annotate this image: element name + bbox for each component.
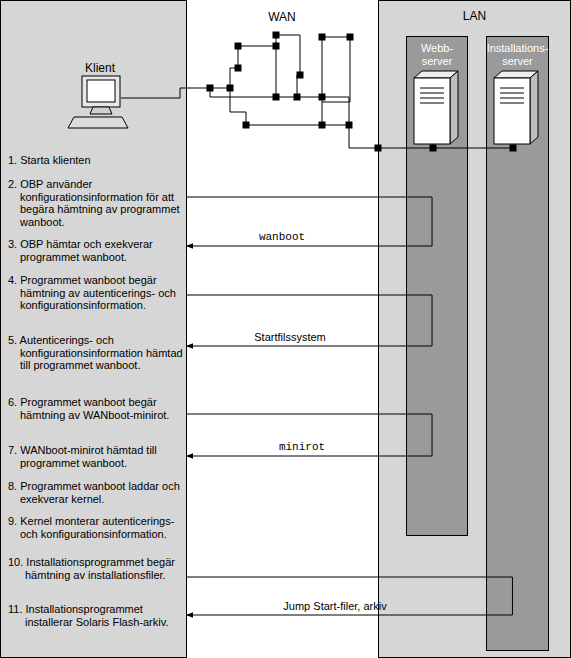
monitor-body [82,76,120,107]
process-step: 2. OBP använder konfigurationsinformatio… [8,178,186,228]
step-text: 4. Programmet wanboot begär hämtning av … [8,274,186,312]
network-wire [230,88,349,125]
process-step: 4. Programmet wanboot begär hämtning av … [8,274,186,312]
step-text: 9. Kernel monterar autenticerings- och k… [8,515,186,540]
monitor-stand [90,107,112,114]
step-text: 10. Installationsprogrammet begär hämtni… [8,556,186,581]
network-wire [322,37,350,102]
keyboard [68,117,128,128]
network-node [273,43,280,50]
step-text: 11. Installationsprogrammet installerar … [8,603,186,628]
device-label: Klient [85,61,115,75]
process-step: 5. Autenticerings- och konfigurationsinf… [8,334,186,372]
step-text: 5. Autenticerings- och konfigurationsinf… [8,334,186,372]
step-text: 6. Programmet wanboot begär hämtning av … [8,396,186,421]
network-node [207,85,214,92]
process-step: 9. Kernel monterar autenticerings- och k… [8,515,186,540]
process-step: 3. OBP hämtar och exekverar programmet w… [8,238,186,263]
network-node [294,94,301,101]
edge-label: Startfilssystem [254,331,326,343]
network-zone: LAN Webb-server Installations-server [378,0,571,658]
zone-label: WAN [268,10,296,24]
network-node [235,43,242,50]
network-wire [210,35,300,97]
zone-name: LAN [379,1,570,23]
step-text: 8. Programmet wanboot laddar och exekver… [8,480,186,505]
process-step: 11. Installationsprogrammet installerar … [8,603,186,628]
process-step: 6. Programmet wanboot begär hämtning av … [8,396,186,421]
step-text: 2. OBP använder konfigurationsinformatio… [8,178,186,228]
network-wire [322,97,323,125]
network-node [273,32,280,39]
edge-label: wanboot [259,231,305,243]
server-column: Installations-server [486,36,549,651]
server-name: Installations-server [487,37,549,68]
network-node [347,34,354,41]
network-node [227,85,234,92]
monitor-screen [87,80,115,102]
process-step: 8. Programmet wanboot laddar och exekver… [8,480,186,505]
network-node [319,122,326,129]
edge-label: minirot [279,441,325,453]
server-column: Webb-server [406,36,468,536]
process-step: 7. WANboot-minirot hämtad till programme… [8,444,186,469]
network-wire [276,46,277,97]
process-step: 1. Starta klienten [8,154,186,167]
network-node [273,94,280,101]
server-name: Webb-server [421,37,453,68]
network-node [297,72,304,79]
network-node [235,65,242,72]
network-node [346,122,353,129]
process-step: 10. Installationsprogrammet begär hämtni… [8,556,186,581]
step-text: 1. Starta klienten [8,154,186,167]
client-zone [1,1,187,658]
step-text: 7. WANboot-minirot hämtad till programme… [8,444,186,469]
step-text: 3. OBP hämtar och exekverar programmet w… [8,238,186,263]
edge-label: Jump Start-filer, arkiv [283,600,386,612]
network-node [243,122,250,129]
network-node [319,34,326,41]
network-node [319,94,326,101]
